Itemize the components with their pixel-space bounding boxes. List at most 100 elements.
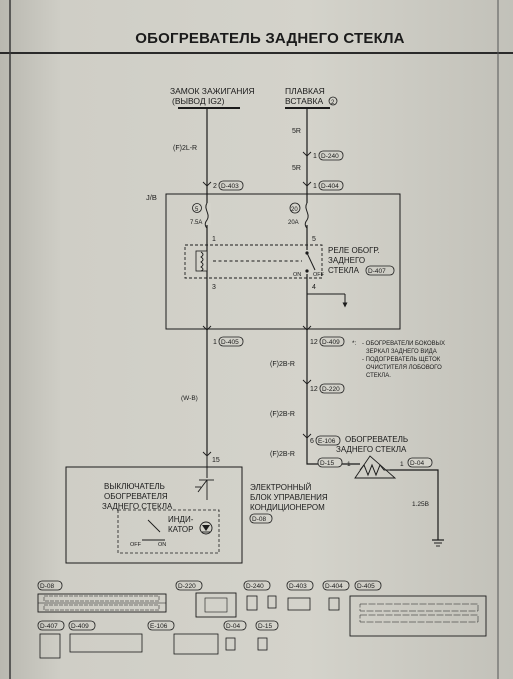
connector-e106-label: E-106: [318, 438, 336, 445]
legend-e106-plug: [173, 633, 219, 655]
ecu-box: [65, 466, 243, 564]
connector-d405: [218, 336, 244, 347]
connector-d409-arrow: [302, 325, 312, 331]
legend-d405-tag: [354, 580, 382, 591]
legend-d04: D-04: [226, 623, 240, 630]
legend-d220: D-220: [178, 583, 196, 590]
relay-label-3: СТЕКЛА: [328, 266, 360, 275]
connector-d405-arrow: [202, 325, 212, 331]
wire-label-5r-b: 5R: [292, 165, 301, 172]
fuse-20-symbol: [304, 202, 309, 229]
pin-d404: 1: [313, 183, 317, 190]
legend-d403-plug: [287, 597, 311, 611]
legend-d240-tag: [243, 580, 271, 591]
indicator-lamp-icon: [199, 521, 213, 535]
indicator-switch-arm: [147, 519, 161, 533]
relay-coil-icon: [200, 251, 204, 272]
notes-line-3: - ПОДОГРЕВАТЕЛЬ ЩЕТОК: [362, 357, 441, 363]
fuse-5-amp: 7.5A: [190, 220, 202, 226]
legend-d04-tag: [223, 620, 247, 631]
relay-switch-gap: [302, 250, 312, 274]
legend-d404: D-404: [325, 583, 343, 590]
indicator-off: OFF: [130, 542, 142, 548]
legend-d407: D-407: [40, 623, 58, 630]
relay-label-2: ЗАДНЕГО: [328, 256, 365, 265]
legend-d240: D-240: [246, 583, 264, 590]
ecu-label-2: БЛОК УПРАВЛЕНИЯ: [250, 493, 328, 502]
legend-d220-tag: [175, 580, 203, 591]
connector-d404-label: D-404: [321, 183, 339, 190]
wire-label-wb: (W-B): [181, 395, 198, 402]
fuse-20-number: 20: [291, 207, 298, 213]
legend-d407-tag: [37, 620, 65, 631]
connector-d403: [218, 180, 244, 191]
relay-pin-4: 4: [312, 284, 316, 291]
switch-label-1: ВЫКЛЮЧАТЕЛЬ: [104, 482, 165, 491]
fuse-20-ring: [289, 202, 301, 214]
ecu-label-3: КОНДИЦИОНЕРОМ: [250, 503, 325, 512]
ecu-label-1: ЭЛЕКТРОННЫЙ: [250, 483, 312, 492]
legend-d08-tag: [37, 580, 63, 591]
indicator-diode-icon: [202, 525, 210, 531]
wire-label-2br-3: (F)2B-R: [270, 451, 295, 458]
pin-d15: 1: [347, 461, 351, 468]
connector-d407: [365, 265, 395, 276]
relay-label-1: РЕЛЕ ОБОГР.: [328, 246, 379, 255]
notes-line-4: ОЧИСТИТЕЛЯ ЛОБОВОГО: [366, 365, 442, 371]
legend-e106-tag: [147, 620, 175, 631]
indicator-on: ON: [158, 542, 166, 548]
legend-d409-plug: [69, 633, 143, 653]
relay-off-label: OFF: [313, 272, 325, 278]
connector-d220: [319, 383, 345, 394]
pin-d405: 1: [213, 339, 217, 346]
connector-d403-arrow: [202, 181, 212, 187]
legend-d404-plug: [328, 597, 340, 611]
fuse-5-gap: [203, 203, 211, 225]
legend-d08-pins: [43, 595, 160, 611]
wire-label-125b: 1.25B: [412, 501, 429, 508]
relay-pin-1: 1: [212, 236, 216, 243]
legend-d403: D-403: [289, 583, 307, 590]
relay-switch-blade: [306, 252, 316, 271]
legend-d220-plug: [195, 592, 237, 618]
relay-switch-contact: [305, 269, 309, 273]
wire-to-heater: [306, 448, 360, 465]
wire-heater-ground: [390, 469, 439, 540]
connector-d405-label: D-405: [221, 339, 239, 346]
connector-d404-arrow: [302, 181, 312, 187]
connector-d220-arrow: [302, 379, 312, 385]
switch-label-3: ЗАДНЕГО СТЕКЛА: [102, 502, 173, 511]
relay-on-label: ON: [293, 272, 301, 278]
wire-label-2lr: (F)2L-R: [173, 145, 197, 152]
fuse-link-number-ring: [328, 96, 338, 106]
relay-pin-5: 5: [312, 236, 316, 243]
connector-d409-label: D-409: [322, 339, 340, 346]
connector-d04: [407, 457, 433, 468]
heater-glass-icon: [354, 455, 397, 479]
wire-label-2br-2: (F)2B-R: [270, 411, 295, 418]
legend-d04-plug: [225, 637, 236, 651]
fuse-link-label-2: ВСТАВКА: [285, 96, 323, 106]
connector-d407-label: D-407: [368, 268, 386, 275]
fuse-5-number: 5: [195, 207, 199, 213]
legend-d08: D-08: [40, 583, 54, 590]
fuse-5-ring: [192, 203, 202, 213]
connector-d240: [318, 150, 344, 161]
legend-d404-tag: [322, 580, 350, 591]
fuse-20-amp: 20A: [288, 220, 299, 226]
connector-d08-label: D-08: [252, 516, 266, 523]
fuse-link-label-1: ПЛАВКАЯ: [285, 86, 325, 96]
legend-d240-plug: [246, 595, 258, 611]
title-rule: [0, 52, 513, 54]
connector-d404: [318, 180, 344, 191]
legend-d407-plug: [39, 633, 61, 659]
wire-label-2br-1: (F)2B-R: [270, 361, 295, 368]
junction-block: [165, 193, 401, 330]
fuse-20-gap: [303, 203, 311, 225]
pin-d04: 1: [400, 461, 404, 468]
connector-e106: [315, 435, 341, 446]
pin-d409: 12: [310, 339, 318, 346]
relay-pin-3: 3: [212, 284, 216, 291]
